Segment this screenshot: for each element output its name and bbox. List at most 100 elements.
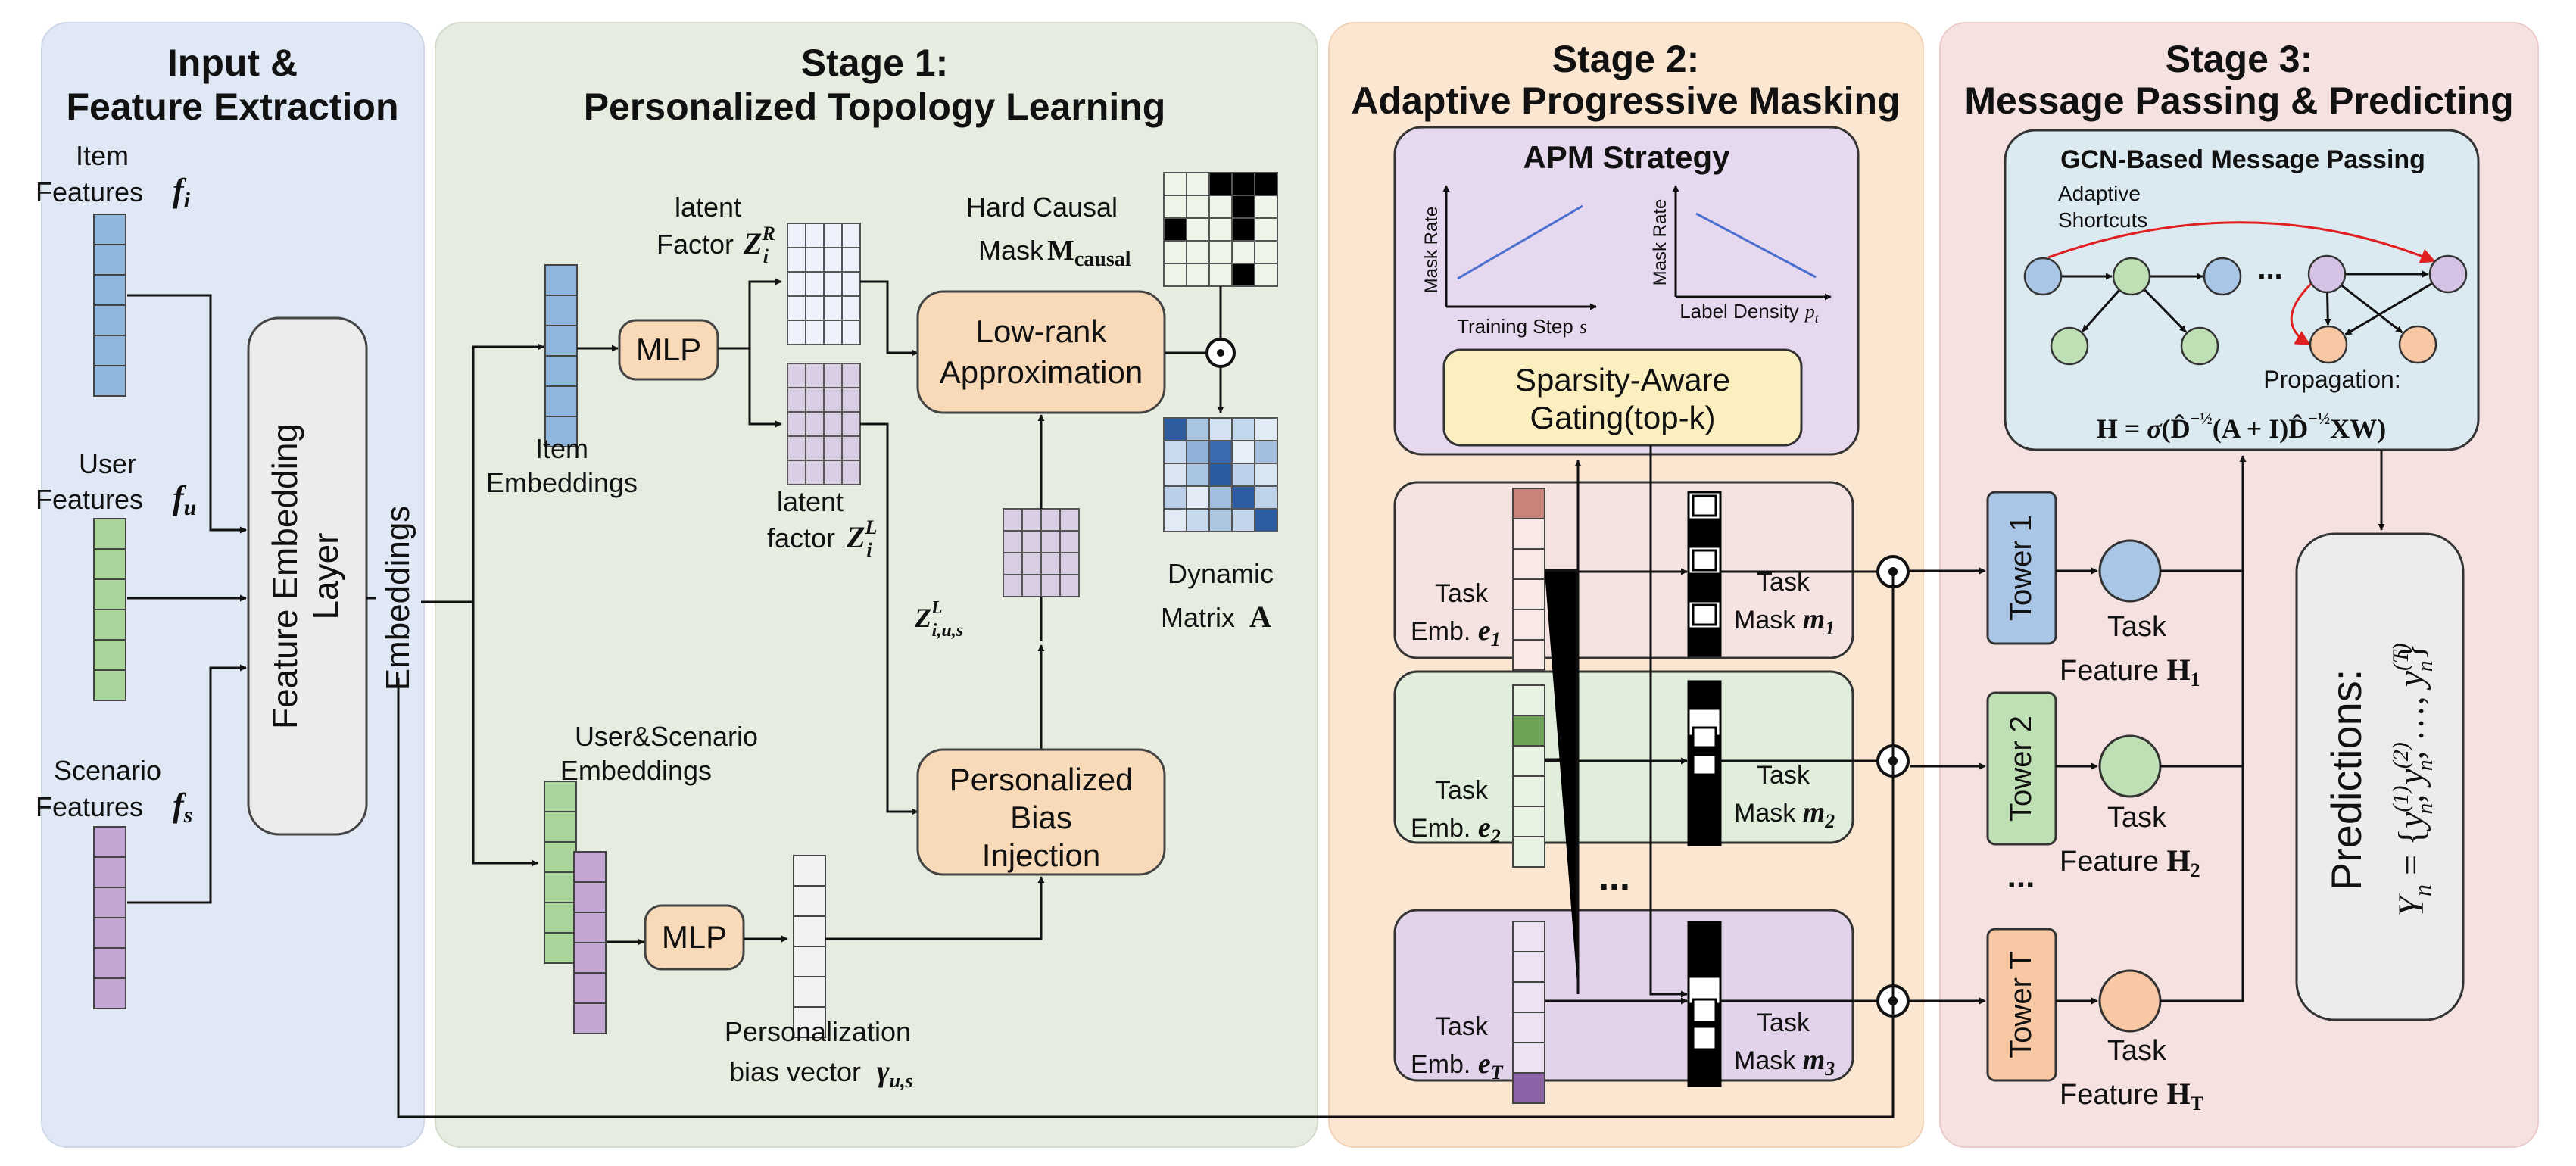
latent-r-cell [787,271,806,297]
dynamic-line1: Dynamic [1168,558,1274,589]
graph-node [2050,326,2089,366]
task-emb-cell [1512,1012,1545,1043]
hard-mask-sym: Mcausal [1047,235,1131,271]
item-embedding-cell [544,325,578,357]
zius-cell [1040,508,1061,532]
hard-mask-cell [1254,172,1278,196]
zr-to-lowrank-arrow [860,280,918,357]
dynamic-cell [1254,440,1278,464]
latent-l-cell [841,435,861,461]
task-mask-cell [1687,627,1722,657]
hard-mask-cell [1208,195,1233,219]
task-mask-cell [1687,921,1722,951]
user-feature-cell [93,578,126,610]
item-features-sym: fi [173,172,191,213]
task-emb-cell [1512,639,1545,671]
lowrank-line1: Low-rank [976,313,1108,349]
latent-r-cell [823,295,843,321]
latent-l-cell [805,411,825,437]
task-emb-cell [1512,1072,1545,1104]
hard-mask-cell [1231,240,1255,264]
item-feature-cell [93,214,126,245]
latent-l-cell [841,363,861,388]
dynamic-sym: A [1249,600,1271,634]
dynamic-matrix [1163,417,1278,532]
graph-node [2428,254,2468,294]
task-mask-line1: Task [1757,761,1810,790]
bias-cell [793,885,826,917]
scenario-features-group: Scenario Features fs [36,755,192,1009]
item-features-group: Item Features fi [36,140,191,397]
task-feature-line1: Task [2107,802,2167,834]
zl-to-bias-arrow [860,422,918,815]
item-feature-cell [93,365,126,397]
input-title-line1: Input & [167,42,298,84]
hard-mask-cell [1231,172,1255,196]
hard-mask-cell [1163,195,1187,219]
bias-cell [793,946,826,977]
scenario-features-line2: Features [36,791,143,822]
latent-r-cell [787,247,806,273]
hard-mask-cell [1254,217,1278,242]
tower-ellipsis: ... [2007,858,2035,895]
plot1-ylabel: Mask Rate [1421,207,1442,294]
mask-open-cell [1692,1025,1717,1051]
dynamic-cell [1231,485,1255,510]
latent-r-cell [787,295,806,321]
user-features-line1: User [79,448,136,479]
bias-line3: Injection [982,837,1100,873]
graph-node [2112,257,2151,296]
task-emb-cell [1512,578,1545,610]
pbias-line1: Personalization [725,1016,911,1047]
dynamic-cell [1186,417,1210,441]
us-embeddings-line2: Embeddings [560,755,712,786]
latent-l-cell [823,411,843,437]
item-embedding-cell [544,385,578,417]
task-feature-line2: Feature HT [2060,1077,2203,1115]
task-mask-cell [1687,518,1722,548]
stage2-title-line1: Stage 2: [1552,38,1700,80]
task-emb-line2: Emb. e2 [1411,812,1501,847]
zius-cell [1003,574,1023,597]
tower-box [1986,491,2057,645]
latent-factor-r-matrix [787,223,861,345]
to-item-embeddings-arrow [472,343,544,602]
embeddings-label: Embeddings [379,506,416,691]
latent-r-line2: Factor [656,229,734,260]
task-emb-line1: Task [1435,579,1489,608]
hard-mask-cell [1186,240,1210,264]
item-feature-cell [93,244,126,276]
task-mask-cell [1687,816,1722,846]
scenario-feature-cell [93,887,126,918]
plot2-decreasing-line [1695,212,1817,279]
task-mask-cell [1687,680,1722,710]
dynamic-cell [1254,417,1278,441]
scenario-features-line1: Scenario [54,755,161,786]
feature-embedding-line2: Layer [306,532,345,619]
hard-mask-cell [1186,217,1210,242]
hard-mask-cell [1254,240,1278,264]
dynamic-cell [1254,463,1278,487]
dynamic-cell [1231,417,1255,441]
mask-open-cell [1692,726,1717,749]
graph-node [2309,325,2348,364]
zius-cell [1003,508,1023,532]
item-feature-cell [93,274,126,306]
hard-mask-cell [1208,240,1233,264]
task-feature-sub: 2 [2191,859,2200,881]
user-embedding-cell [544,902,577,934]
user-embedding-cell [544,871,577,903]
item-feature-cell [93,335,126,366]
scenario-embedding-cell [573,851,607,883]
hard-mask-line2: Mask [978,235,1044,266]
hard-mask-cell [1186,195,1210,219]
personalized-bias-injection-box [916,748,1166,876]
dynamic-cell [1186,508,1210,532]
latent-l-cell [787,435,806,461]
user-feature-vector [93,518,126,701]
task-mask-line2: Mask m1 [1734,603,1835,639]
